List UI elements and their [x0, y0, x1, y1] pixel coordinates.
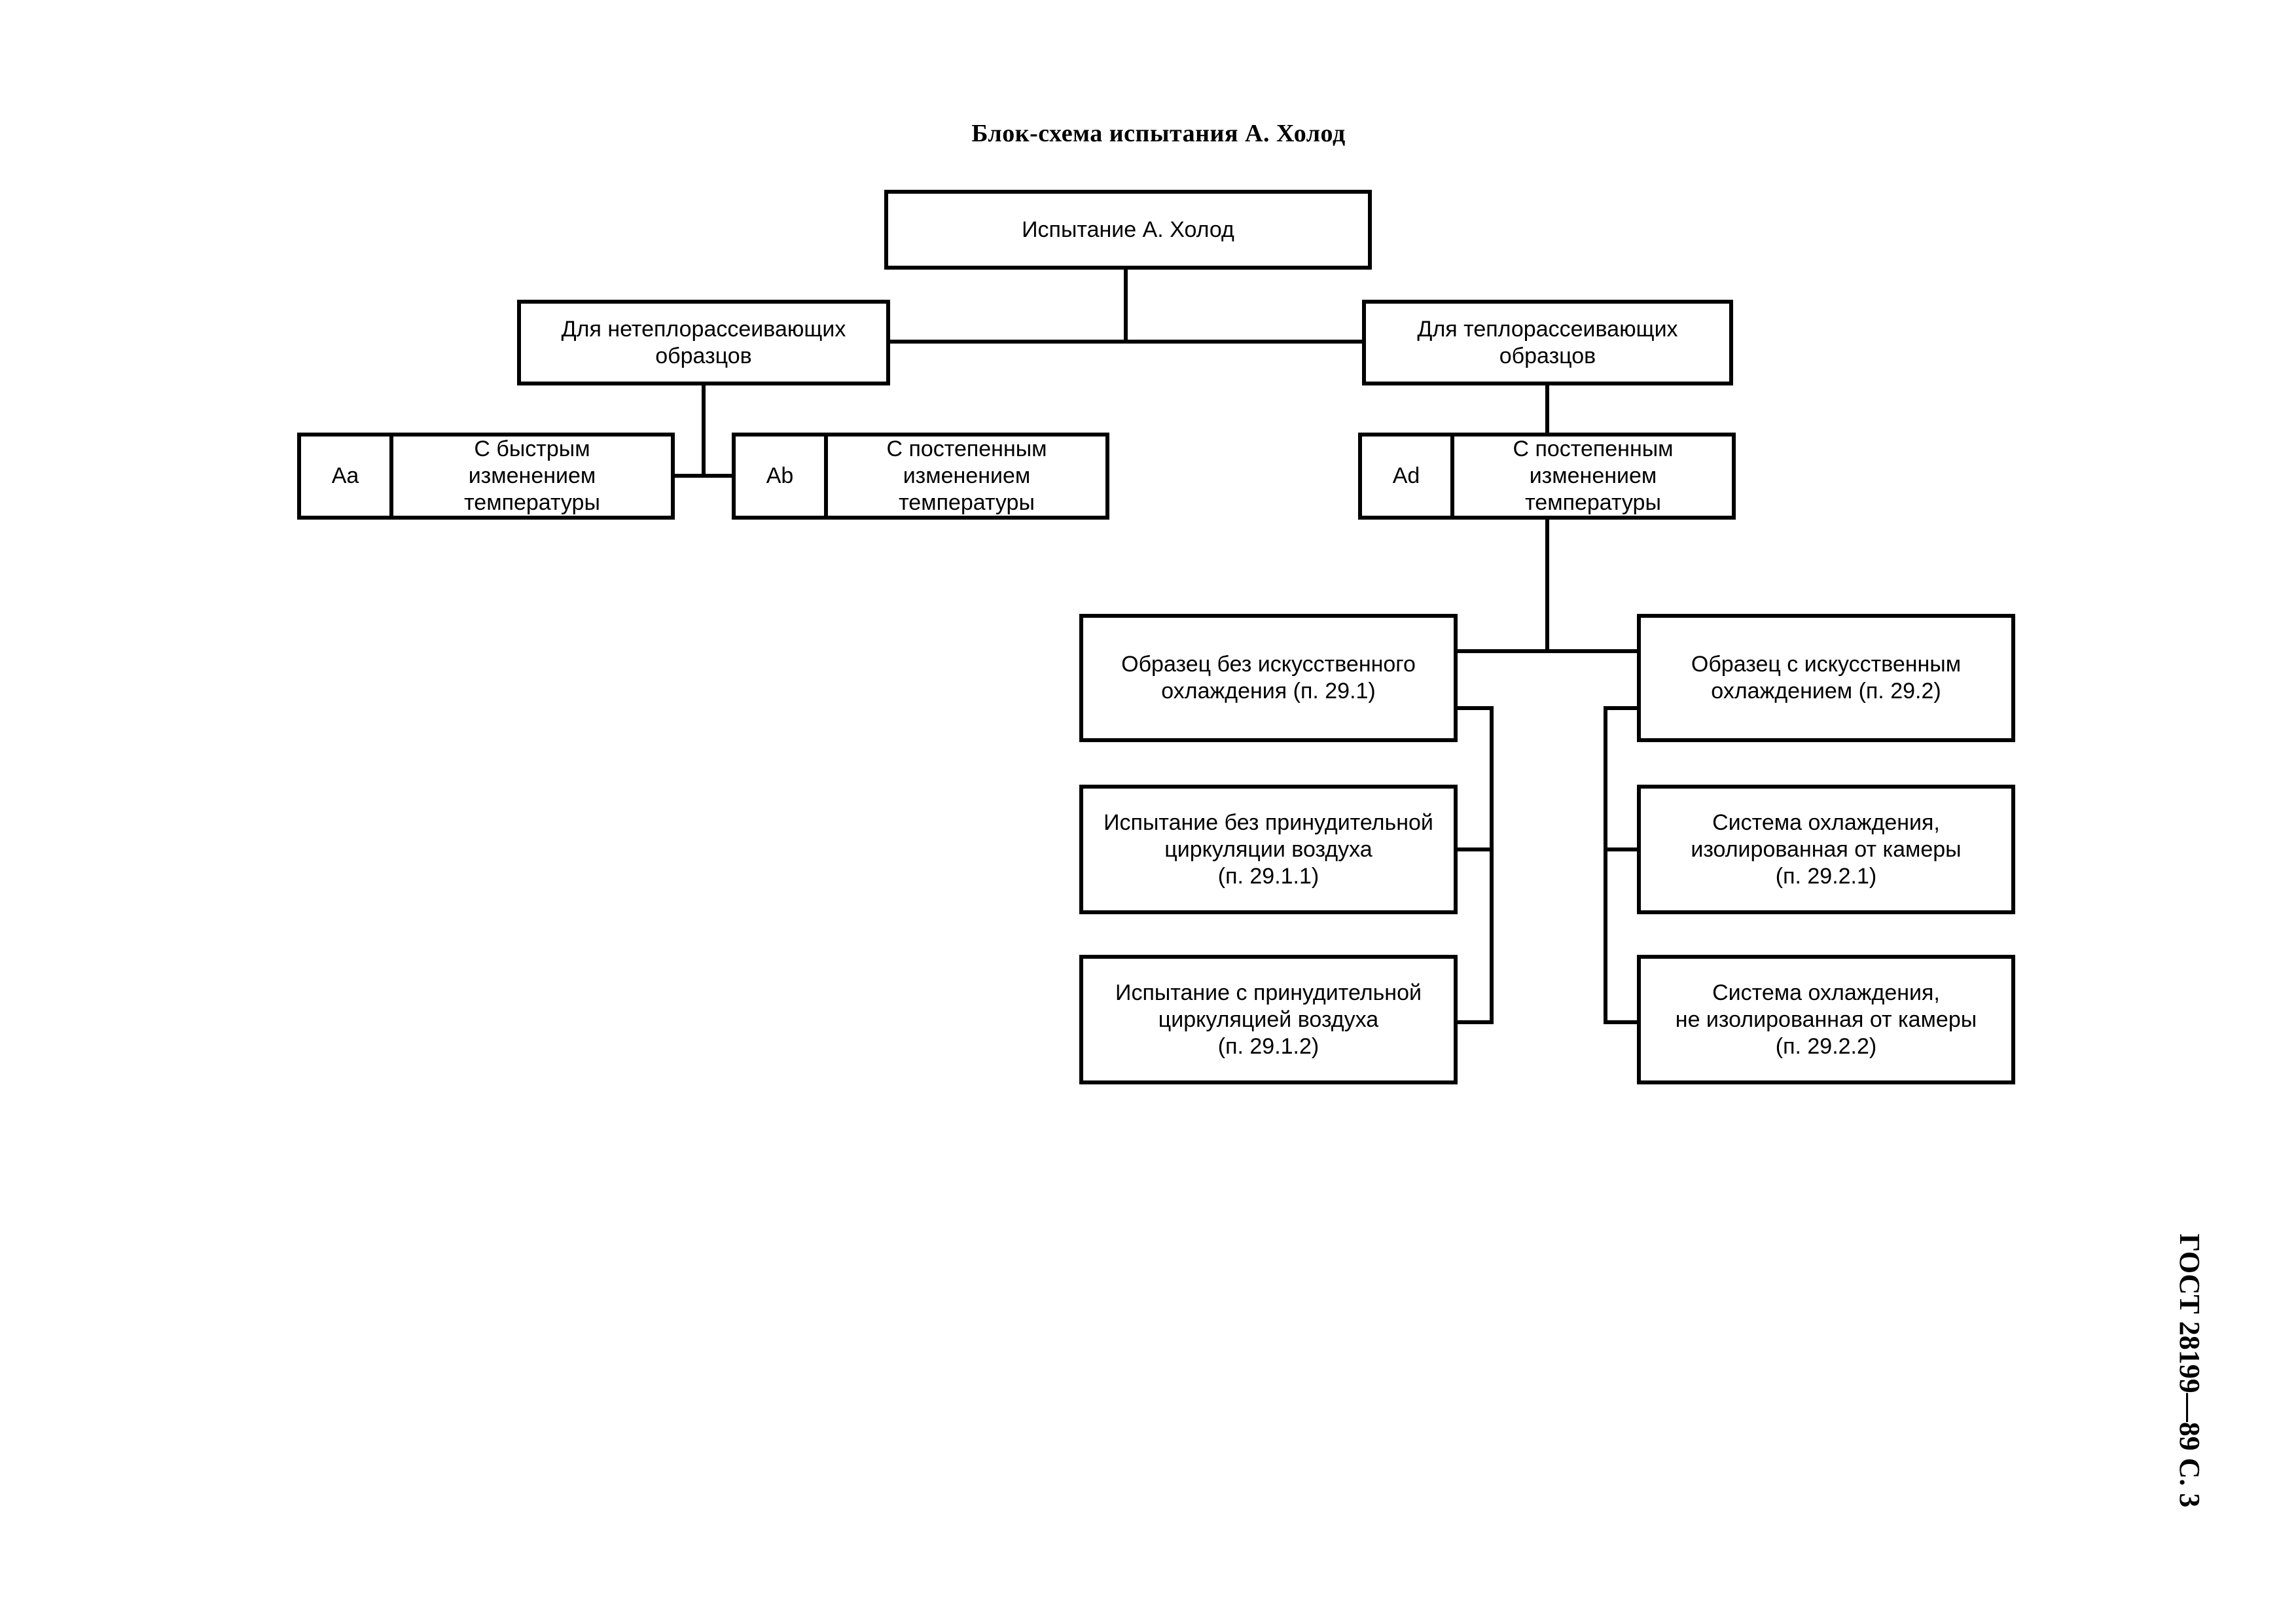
node-no-cooling: Образец без искусственного охлаждения (п… — [1079, 614, 1458, 742]
node-root: Испытание А. Холод — [884, 190, 1372, 270]
node-ad-code: Ad — [1362, 437, 1454, 516]
node-ab: Ab С постепенным изменением температуры — [732, 433, 1109, 520]
node-isolated-cooling: Система охлаждения, изолированная от кам… — [1637, 785, 2015, 914]
node-forced-air: Испытание с принудительной циркуляцией в… — [1079, 955, 1458, 1084]
node-aa: Aa С быстрым изменением температуры — [297, 433, 675, 520]
node-ad: Ad С постепенным изменением температуры — [1358, 433, 1736, 520]
node-non-dissipating-label: Для нетеплорассеивающих образцов — [561, 316, 846, 368]
node-isolated-cooling-label: Система охлаждения, изолированная от кам… — [1691, 810, 1962, 889]
node-with-cooling: Образец с искусственным охлаждением (п. … — [1637, 614, 2015, 742]
node-ab-code: Ab — [736, 437, 828, 516]
node-no-forced-air-label: Испытание без принудительной циркуляции … — [1103, 810, 1433, 889]
node-aa-text: С быстрым изменением температуры — [464, 437, 600, 515]
node-non-dissipating: Для нетеплорассеивающих образцов — [517, 300, 890, 385]
node-not-isolated-cooling: Система охлаждения, не изолированная от … — [1637, 955, 2015, 1084]
node-no-cooling-label: Образец без искусственного охлаждения (п… — [1121, 652, 1416, 704]
node-root-label: Испытание А. Холод — [1022, 217, 1234, 242]
node-aa-code: Aa — [301, 437, 393, 516]
page-reference: ГОСТ 28199—89 С. 3 — [2174, 1234, 2206, 1508]
node-not-isolated-cooling-label: Система охлаждения, не изолированная от … — [1675, 980, 1977, 1059]
node-forced-air-label: Испытание с принудительной циркуляцией в… — [1115, 980, 1422, 1059]
node-with-cooling-label: Образец с искусственным охлаждением (п. … — [1691, 652, 1962, 704]
node-dissipating: Для теплорассеивающих образцов — [1362, 300, 1733, 385]
node-no-forced-air: Испытание без принудительной циркуляции … — [1079, 785, 1458, 914]
diagram-title: Блок-схема испытания А. Холод — [971, 120, 1346, 147]
node-ab-text: С постепенным изменением температуры — [886, 437, 1047, 515]
node-ad-text: С постепенным изменением температуры — [1513, 437, 1674, 515]
node-dissipating-label: Для теплорассеивающих образцов — [1417, 316, 1678, 368]
